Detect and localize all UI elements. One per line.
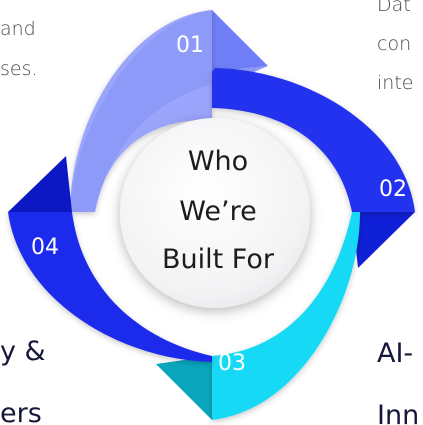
segment-04: 04 bbox=[8, 156, 212, 362]
segment-03-arrow-tip bbox=[156, 356, 212, 420]
segment-04-band bbox=[8, 212, 212, 362]
segment-04-number: 04 bbox=[31, 235, 59, 260]
segment-04-arrow-tip bbox=[8, 156, 72, 212]
segment-03: 03 bbox=[156, 212, 360, 420]
segment-02-arrow-tip bbox=[352, 212, 415, 268]
segment-02: 02 bbox=[212, 68, 415, 268]
center-label-line-1: Who bbox=[188, 146, 248, 177]
text-fragment-bottom-right-1: AI- bbox=[377, 338, 414, 369]
text-fragment-top-right-3: inte bbox=[377, 72, 414, 94]
text-fragment-top-right-1: Dat bbox=[377, 0, 411, 16]
center-label-line-2: We’re bbox=[179, 196, 256, 227]
segment-03-band bbox=[212, 212, 360, 420]
center-circle bbox=[120, 118, 310, 308]
text-fragment-top-right-2: con bbox=[377, 33, 412, 55]
segment-01-band-fill bbox=[70, 10, 268, 212]
segment-03-number: 03 bbox=[218, 351, 246, 376]
text-fragment-bottom-left-2: ers bbox=[0, 398, 42, 425]
text-fragment-bottom-left-1: y & bbox=[0, 336, 46, 367]
segment-02-number: 02 bbox=[379, 177, 407, 202]
center-label-line-3: Built For bbox=[162, 244, 275, 275]
text-fragment-top-left-2: ses. bbox=[0, 58, 38, 80]
segment-02-band bbox=[212, 68, 415, 212]
segment-01: 01 bbox=[70, 10, 268, 212]
text-fragment-top-left-1: and bbox=[0, 18, 36, 40]
segment-01-arrow-tip bbox=[212, 10, 268, 72]
text-fragment-bottom-right-2: Inn bbox=[377, 400, 420, 425]
segment-01-number: 01 bbox=[176, 33, 204, 58]
